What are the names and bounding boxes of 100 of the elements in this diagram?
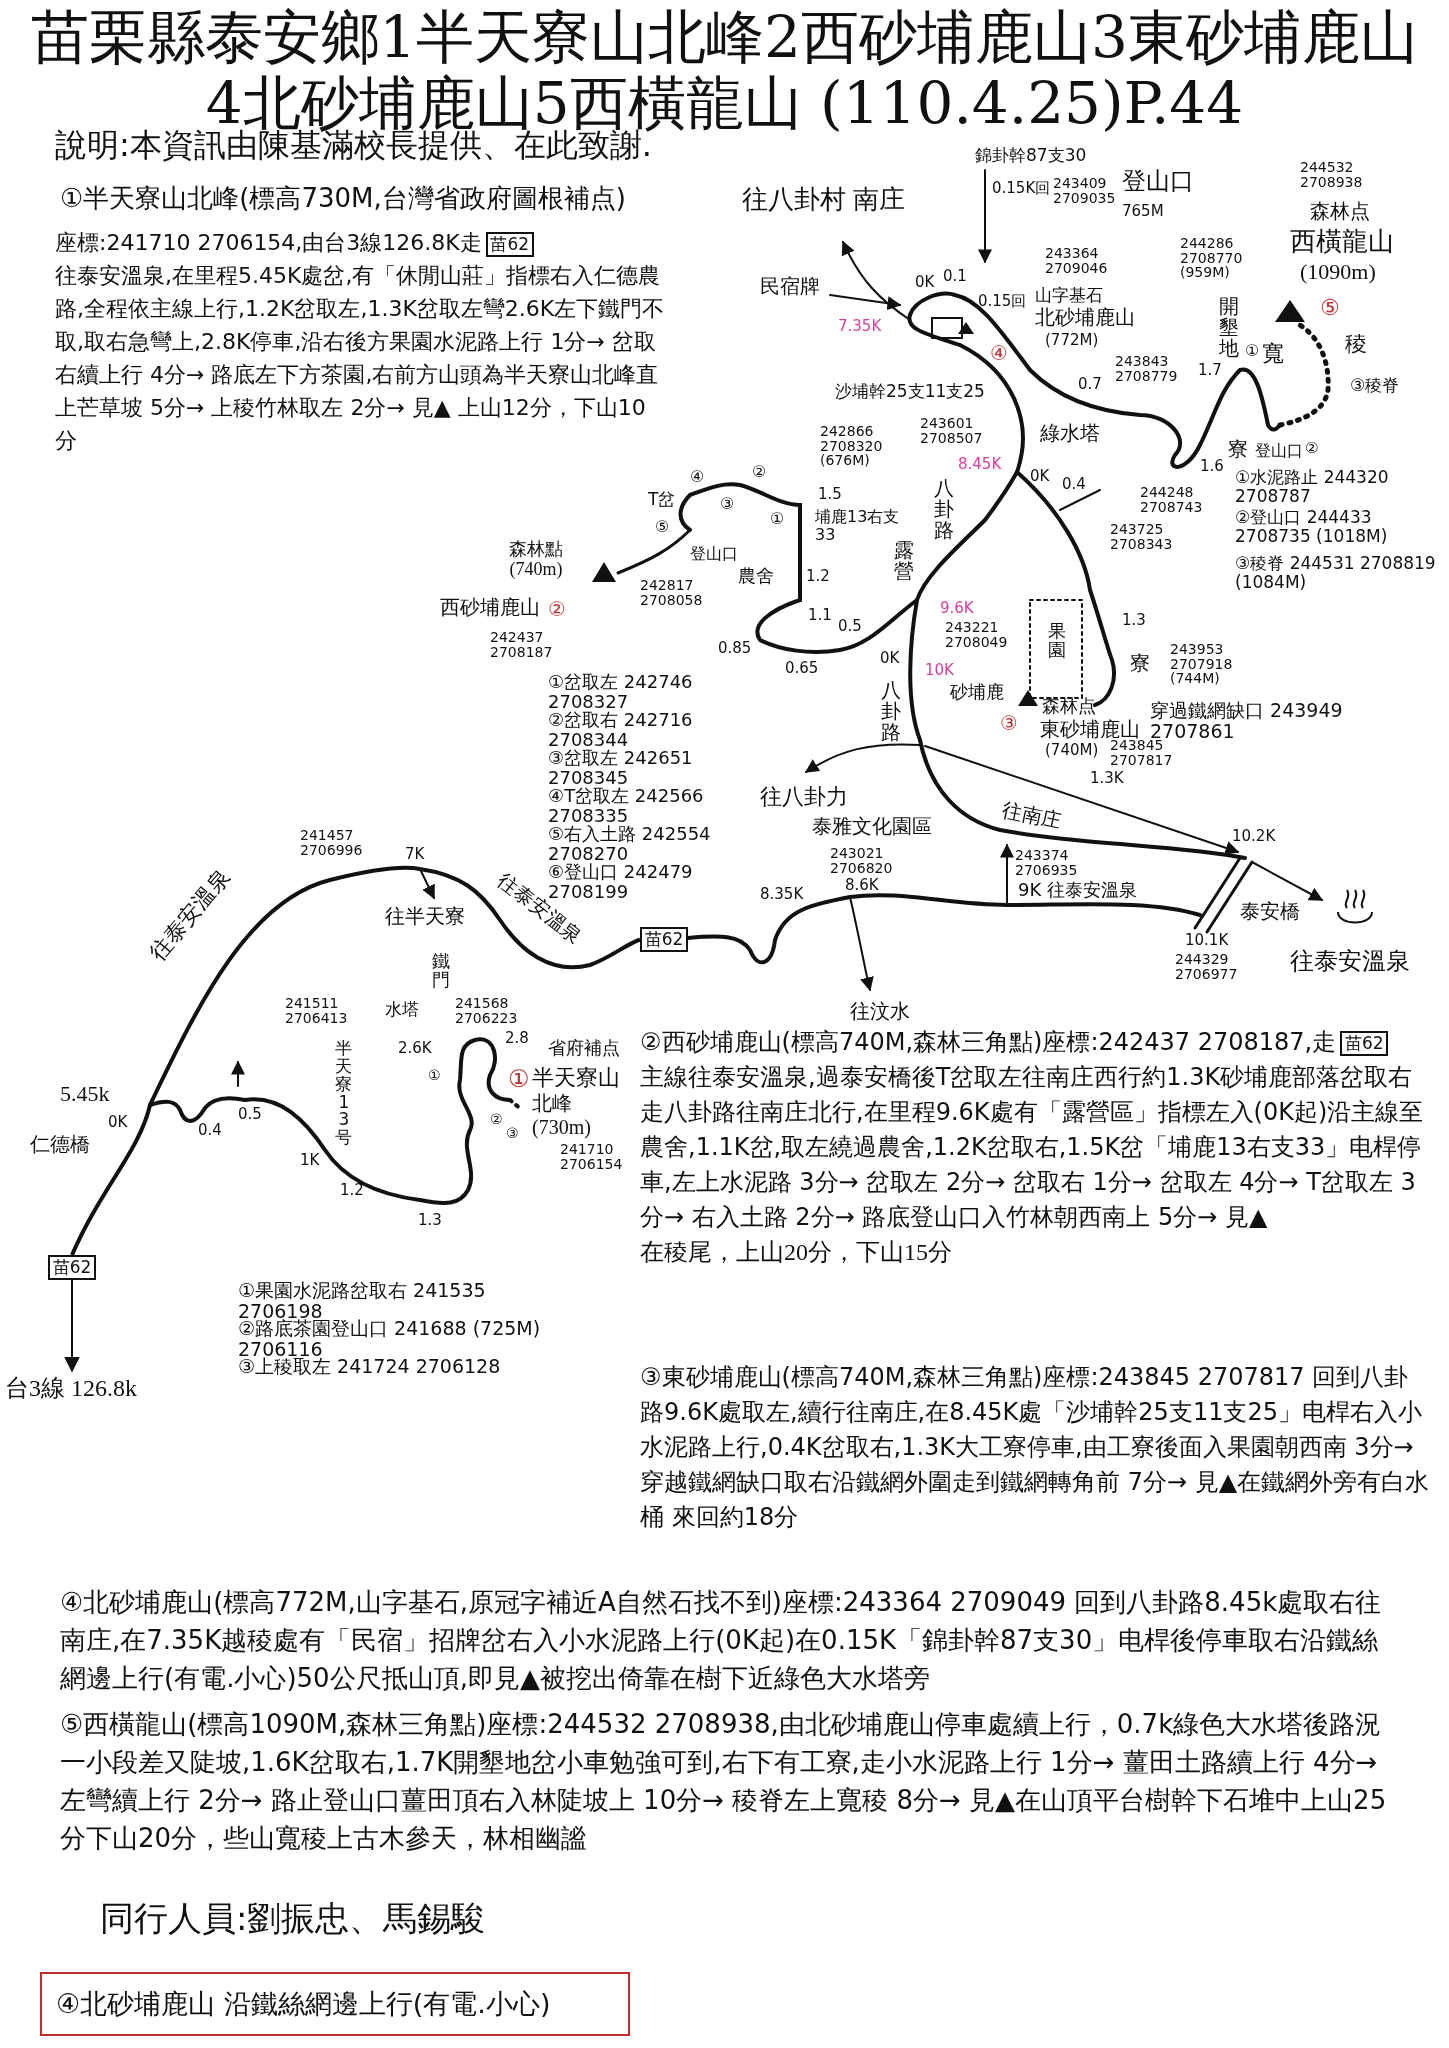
distance-label: 0.1 (943, 268, 967, 285)
distance-label: (772M) (1045, 332, 1099, 349)
waypoint-list-item: ④T岔取左 242566 2708335 (548, 786, 705, 826)
distance-label: 2.8 (505, 1030, 529, 1047)
road-line (70, 865, 641, 1256)
place-label: 民宿牌 (760, 275, 820, 297)
place-label: (730m) (532, 1116, 591, 1138)
place-label: T岔 (648, 490, 676, 509)
waypoint-list-item: ②岔取右 242716 2708344 (548, 710, 694, 750)
distance-label: 1.2 (340, 1182, 364, 1199)
place-label: 往八卦村 南庄 (742, 186, 905, 215)
place-label: 農舍 (738, 566, 774, 586)
coordinate-label: 243374 2706935 (1015, 848, 1077, 878)
distance-label: 1.3K (1090, 770, 1124, 787)
waypoint-number: ② (490, 1112, 503, 1128)
place-label: 森林点 (1310, 200, 1370, 222)
coordinate-label: 244248 2708743 (1140, 485, 1202, 515)
distance-label: 0K (1030, 468, 1050, 485)
waypoint-list-item: ③岔取左 242651 2708345 (548, 748, 694, 788)
distance-label: 0.5 (838, 618, 862, 635)
distance-label: 9.6K (940, 600, 974, 617)
route-description: ②西砂埔鹿山(標高740M,森林三角點)座標:242437 2708187,走 (640, 1028, 1337, 1056)
place-label: 半天寮山 (532, 1066, 620, 1091)
direction-label: 往八卦力 (760, 785, 848, 810)
distance-label: 0.15K回 (992, 180, 1051, 197)
place-label: 仁德橋 (30, 1133, 90, 1155)
place-label: 鐵門 (432, 952, 451, 990)
road-sign-box: 苗62 (48, 1255, 96, 1280)
distance-label: 0.4 (198, 1122, 222, 1139)
coordinate-label: 243021 2706820 (830, 846, 892, 876)
distance-label: 0.85 (718, 640, 752, 657)
coordinate-label: 243364 2709046 (1045, 246, 1107, 276)
place-label: 西橫龍山 (1290, 228, 1394, 257)
coordinate-label: 244329 2706977 (1175, 952, 1237, 982)
waypoint-number: ③ (506, 1126, 519, 1142)
place-label: 泰安橋 (1240, 900, 1300, 922)
distance-label: 10.1K (1185, 932, 1229, 949)
place-label: 沙埔幹25支11支25 (835, 382, 985, 401)
coordinate-label: 242817 2708058 (640, 578, 702, 608)
place-label: 北峰 (532, 1092, 572, 1114)
place-label: ③稜脊 244531 2708819 (1084M) (1235, 554, 1437, 592)
note-box: ④北砂埔鹿山 沿鐵絲網邊上行(有電.小心) (40, 1972, 630, 2036)
waypoint-number: ④ (690, 468, 705, 486)
waypoint-number: ① (428, 1068, 441, 1084)
place-label: (1090m) (1300, 260, 1376, 285)
route-heading: ①半天寮山北峰(標高730M,台灣省政府圖根補点) (60, 184, 626, 213)
place-label: 寮 (1228, 438, 1248, 460)
arrow (64, 1279, 80, 1373)
coordinate-label: 241511 2706413 (285, 996, 347, 1026)
waypoint-number: ② (752, 463, 767, 481)
distance-label: 0.65 (785, 660, 819, 677)
place-label: 稜 (1345, 332, 1367, 357)
distance-label: 8.45K (958, 456, 1002, 473)
route-description: 主線往泰安溫泉,過泰安橋後T岔取左往南庄西行約1.3K砂埔鹿部落岔取右走八卦路往南庄北行,在里程9.6K處有「露營區」指標左入(0K起)沿主線至農舍,1.1K岔,取左繞過農舍,1.2K岔取右,1.5K岔「埔鹿13右支33」电桿停車,左上水泥路 3分→ 岔取左 2分→ 岔取右 1分→ 岔取左 4分→ T岔取左 3分→ 右入土路 2分→ 路底登山口入竹林朝西南上 5分→ 見▲ (640, 1062, 1425, 1233)
place-label: 東砂埔鹿山 (1040, 718, 1140, 740)
coordinate-label: 243953 2707918 (744M) (1170, 642, 1232, 687)
distance-label: 0.15回 (978, 293, 1027, 310)
place-label: 省府補点 (548, 1038, 620, 1058)
waypoint-number: ③ (720, 495, 735, 513)
coordinate-label: 244532 2708938 (1300, 160, 1362, 190)
direction-label: 往汶水 (850, 1000, 910, 1022)
place-label: 寬 (1262, 342, 1284, 367)
route-description: ④北砂埔鹿山(標高772M,山字基石,原冠字補近A自然石找不到)座標:243364 2709049 回到八卦路8.45k處取右往南庄,在7.35K越稜處有「民宿」招牌岔右入小水泥路上行(0K起)在0.15K「錦卦幹87支30」电桿後停車取右沿鐵絲網邊上行(有電.小心)50公尺抵山頂,即見▲被挖出倚靠在樹下近綠色大水塔旁 (60, 1586, 1383, 1695)
place-label: 開墾地 (1218, 296, 1239, 359)
coordinate-label: 243725 2708343 (1110, 522, 1172, 552)
place-label: 水塔 (385, 1000, 419, 1019)
direction-label: 往泰安溫泉 (145, 865, 235, 965)
place-label: 北砂埔鹿山 (1035, 306, 1135, 328)
distance-label: 8.35K (760, 886, 804, 903)
place-label: 森林点 (1042, 696, 1096, 716)
distance-label: 7.35K (838, 318, 882, 335)
coordinate-label: 243601 2708507 (920, 416, 982, 446)
place-label: ②登山口 244433 2708735 (1018M) (1235, 508, 1389, 546)
place-label: 登山口 (690, 545, 738, 563)
place-label: 八卦路 (933, 478, 954, 541)
distance-label: 1.6 (1200, 458, 1224, 475)
distance-label: 1.3 (418, 1212, 442, 1229)
coordinate-label: 242437 2708187 (490, 630, 552, 660)
place-label: ③稜脊 (1350, 376, 1400, 395)
distance-label: 1K (300, 1152, 320, 1169)
place-label: 9K 往泰安溫泉 (1018, 880, 1137, 900)
distance-label: 10.2K (1232, 828, 1276, 845)
road-sign-box: 苗62 (640, 927, 688, 952)
coordinate-label: 243843 2708779 (1115, 354, 1177, 384)
coordinate-label: 243845 2707817 (1110, 738, 1172, 768)
place-label: 八卦路 (880, 680, 901, 743)
distance-label: 1.1 (808, 607, 832, 624)
waypoint-list-item: ⑥登山口 242479 2708199 (548, 862, 694, 902)
route-description: 在稜尾，上山20分，下山15分 (640, 1238, 953, 1267)
distance-label: 7K (405, 846, 425, 863)
waypoint-number: ① (1245, 342, 1260, 360)
place-label: 錦卦幹87支30 (975, 146, 1087, 165)
place-label: 登山口 (1255, 442, 1303, 460)
place-label: 森林點 (740m) (508, 540, 564, 580)
distance-label: 2.6K (398, 1040, 432, 1057)
place-label: 綠水塔 (1040, 422, 1100, 444)
waypoint-number: ② (1305, 440, 1319, 457)
coordinate-label: 243409 2709035 (1053, 176, 1115, 206)
distance-label: 8.6K (845, 877, 879, 894)
route-description: 座標:241710 2706154,由台3線126.8K走 (55, 230, 482, 255)
